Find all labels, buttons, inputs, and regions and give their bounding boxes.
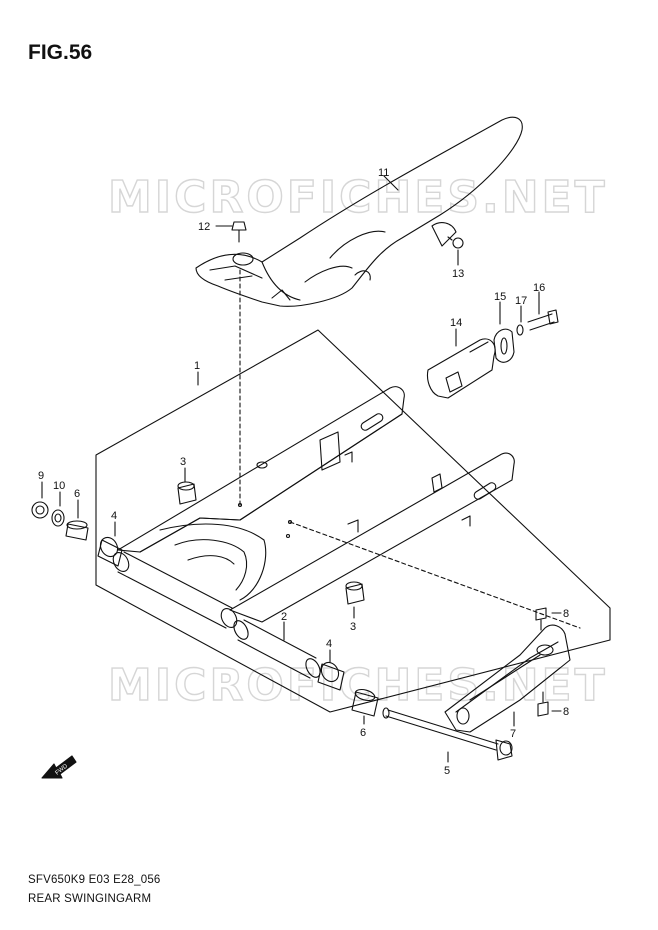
nut-17: [516, 324, 524, 336]
watermark-bottom: MICROFICHES.NET: [108, 660, 608, 711]
callout-8-upper: 8: [563, 608, 569, 620]
figure-name: REAR SWINGINGARM: [28, 893, 152, 905]
assembly-outline: [95, 329, 611, 713]
figure-title: FIG.56: [28, 41, 93, 64]
callout-2: 2: [281, 611, 287, 623]
callout-6-left: 6: [74, 488, 80, 500]
swingarm: [117, 386, 515, 623]
callout-16: 16: [533, 282, 545, 294]
callout-14: 14: [450, 317, 462, 329]
nut-9: [31, 501, 49, 519]
chain-guard: [195, 116, 523, 307]
bolt-13: [447, 236, 464, 249]
callout-4-left: 4: [111, 510, 117, 522]
callout-3-lower: 3: [350, 621, 356, 633]
spacer-2: [233, 619, 321, 679]
callout-3-upper: 3: [180, 456, 186, 468]
callout-4-right: 4: [326, 638, 332, 650]
callout-7: 7: [510, 728, 516, 740]
leader-lines: [41, 175, 562, 763]
figure-code: SFV650K9 E03 E28_056: [28, 874, 161, 886]
callout-15: 15: [494, 291, 506, 303]
callout-6-right: 6: [360, 727, 366, 739]
fwd-arrow-icon: [41, 755, 77, 779]
callout-5: 5: [444, 765, 450, 777]
callout-8-lower: 8: [563, 706, 569, 718]
bolt-16: [527, 309, 559, 331]
pivot-shaft-5: [382, 707, 513, 761]
plate-15: [493, 328, 515, 363]
callout-13: 13: [452, 268, 464, 280]
bolt-12: [231, 221, 247, 243]
callout-11: 11: [378, 167, 389, 179]
bolt-8-upper: [535, 607, 547, 631]
washer-10: [51, 509, 65, 527]
callout-17: 17: [515, 295, 527, 307]
bracket-7: [444, 624, 571, 733]
bearing-3-lower: [345, 581, 365, 605]
bearing-4-right: [317, 661, 345, 691]
bearing-4-left: [97, 536, 123, 567]
bearing-3-upper: [177, 481, 197, 505]
callout-1: 1: [194, 360, 200, 372]
callout-9: 9: [38, 470, 44, 482]
spacer-6-right: [351, 688, 379, 717]
chain-adjuster-14: [426, 338, 496, 399]
bolt-8-lower: [537, 691, 549, 717]
callout-12: 12: [198, 221, 210, 233]
dash-line-main: [289, 521, 581, 629]
pivot-cross-tube: [112, 551, 238, 629]
watermark-top: MICROFICHES.NET: [108, 172, 608, 223]
spacer-6-left: [65, 520, 89, 541]
callout-10: 10: [53, 480, 65, 492]
